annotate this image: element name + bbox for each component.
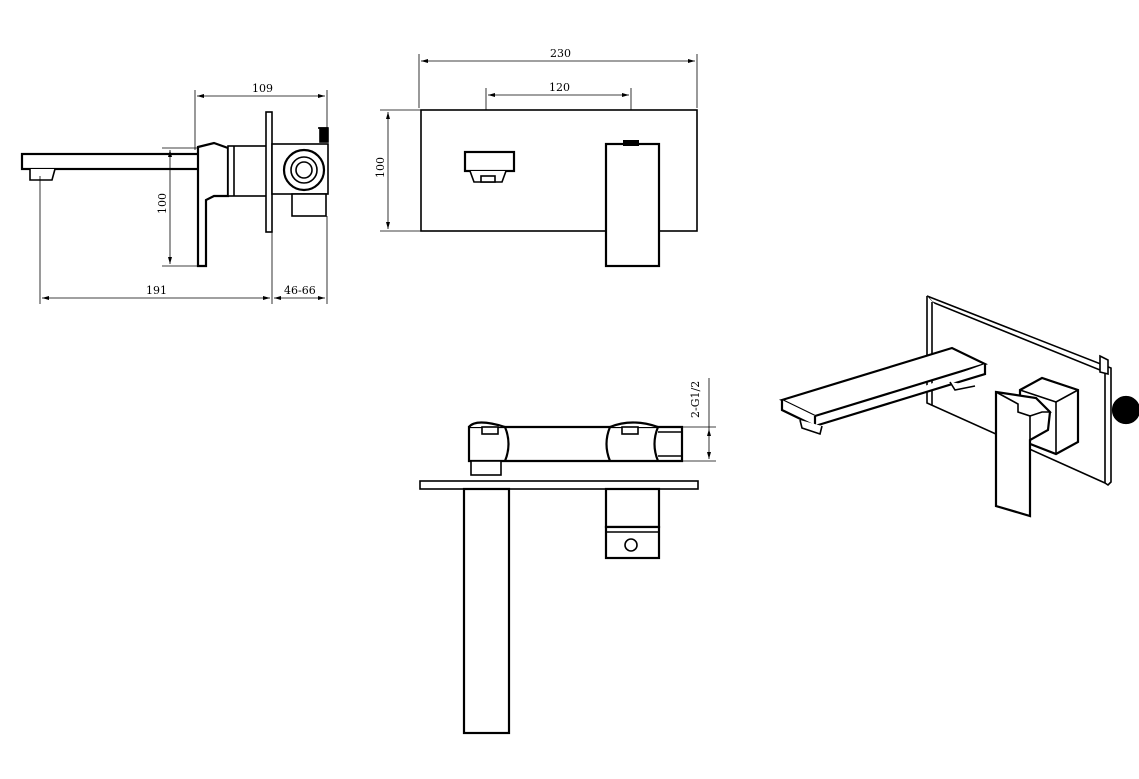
dim-side-width: 109: [194, 82, 328, 150]
side-outlet-stub: [291, 193, 327, 217]
side-spout: [20, 152, 202, 171]
front-view: 230 120 100: [374, 47, 698, 268]
label-230: 230: [550, 47, 571, 60]
front-spout-end: [463, 150, 516, 173]
dim-side-spout: 191: [39, 176, 273, 304]
bottom-lever: [604, 487, 661, 529]
side-view: 109 100: [20, 82, 329, 304]
label-120: 120: [549, 81, 570, 94]
isometric-view: [778, 295, 1139, 518]
bottom-pipe: [467, 425, 684, 463]
dim-bottom-thread: 2-G1/2: [682, 378, 716, 462]
label-191: 191: [146, 284, 167, 297]
label-2-g1-2: 2-G1/2: [689, 381, 702, 418]
dim-front-height: 100: [374, 109, 421, 232]
label-46-66: 46-66: [284, 284, 316, 297]
side-wall-plate: [265, 111, 273, 233]
bottom-spout: [462, 487, 511, 735]
dim-side-depth: 46-66: [274, 216, 328, 304]
label-109: 109: [252, 82, 273, 95]
label-front-100: 100: [374, 157, 387, 178]
bottom-view: 2-G1/2: [419, 378, 716, 735]
dim-side-height: 100: [156, 147, 198, 267]
iso-inlet-knob: [1111, 395, 1139, 425]
iso-wall-plate: [926, 295, 1112, 487]
side-lever: [196, 141, 230, 268]
bottom-wall-plate: [419, 480, 699, 490]
label-side-100: 100: [156, 193, 169, 214]
side-spout-aerator: [29, 168, 56, 181]
dim-front-width: 230: [418, 47, 698, 108]
front-lever: [604, 142, 661, 268]
